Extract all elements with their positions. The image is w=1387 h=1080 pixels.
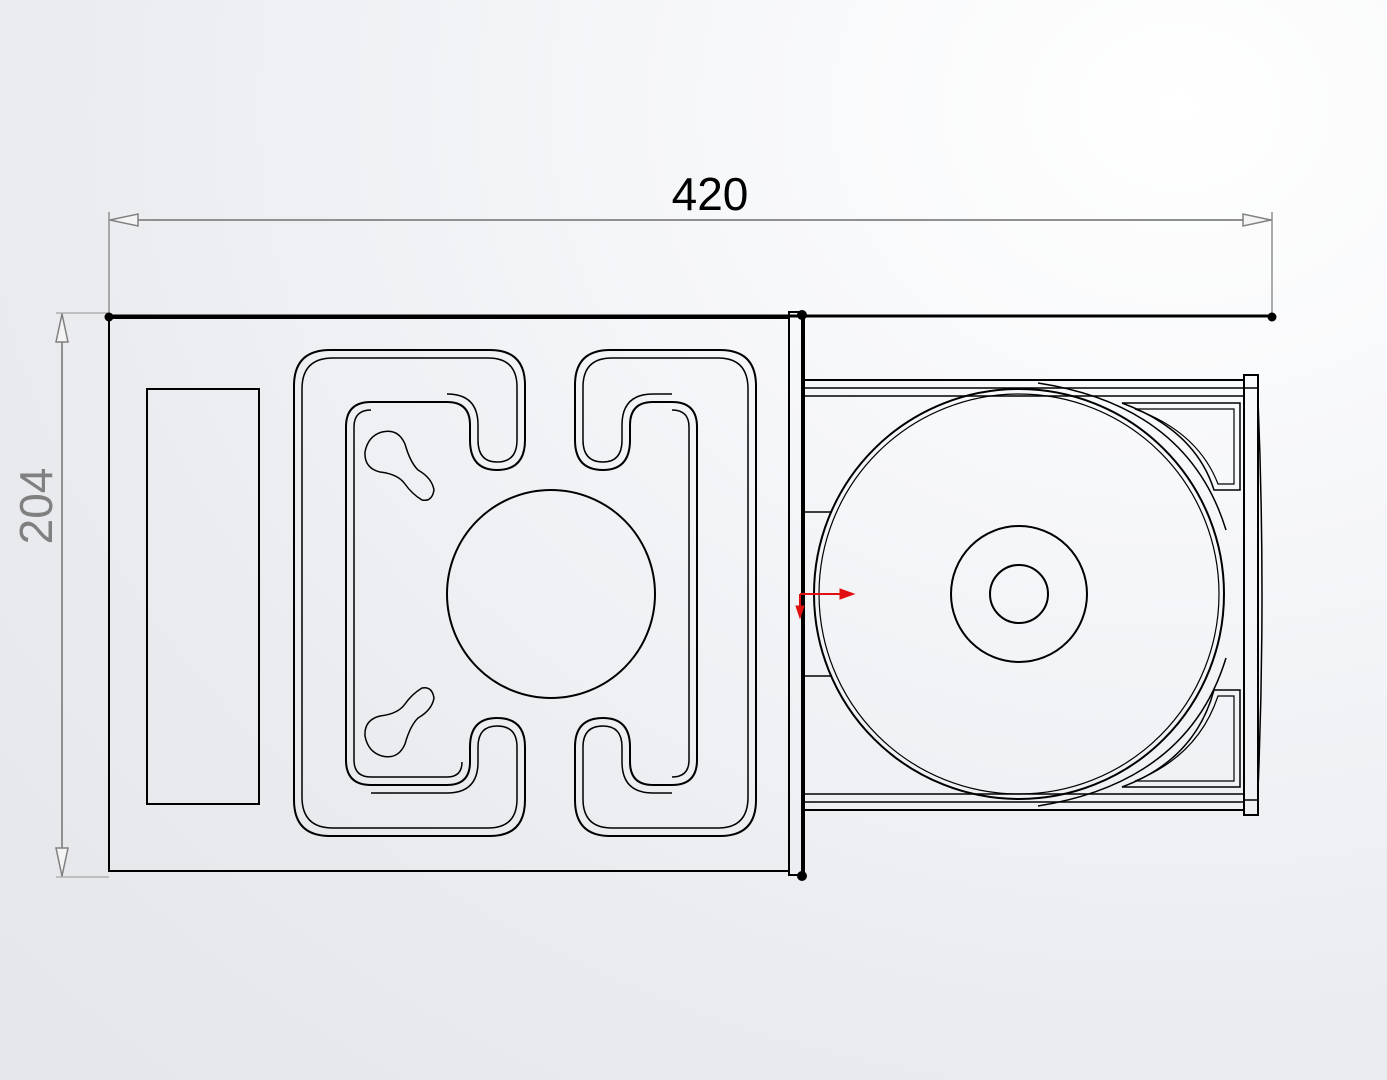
left-bracket — [293, 349, 526, 837]
keyhole-slot-bottom — [364, 686, 435, 758]
dimension-arrow-right-icon — [1242, 213, 1272, 227]
width-dimension-value: 420 — [672, 168, 749, 220]
spindle-motor[interactable] — [446, 489, 656, 699]
tray[interactable] — [805, 374, 1263, 816]
height-dimension-value: 204 — [10, 468, 62, 545]
drive-body[interactable] — [104, 312, 1277, 872]
disc-hub — [950, 525, 1088, 663]
keyhole-slot-top — [364, 430, 435, 502]
display-panel[interactable] — [146, 388, 260, 805]
origin-axes-icon — [795, 588, 856, 620]
dimension-arrow-up-icon — [55, 313, 69, 343]
dimension-arrow-down-icon — [55, 847, 69, 877]
dimension-arrow-left-icon — [109, 213, 139, 227]
disc[interactable] — [813, 388, 1225, 800]
bezel[interactable] — [788, 310, 807, 881]
width-dimension[interactable]: 420 — [108, 168, 1273, 318]
right-bracket — [574, 349, 757, 837]
height-dimension[interactable]: 204 — [10, 312, 109, 878]
